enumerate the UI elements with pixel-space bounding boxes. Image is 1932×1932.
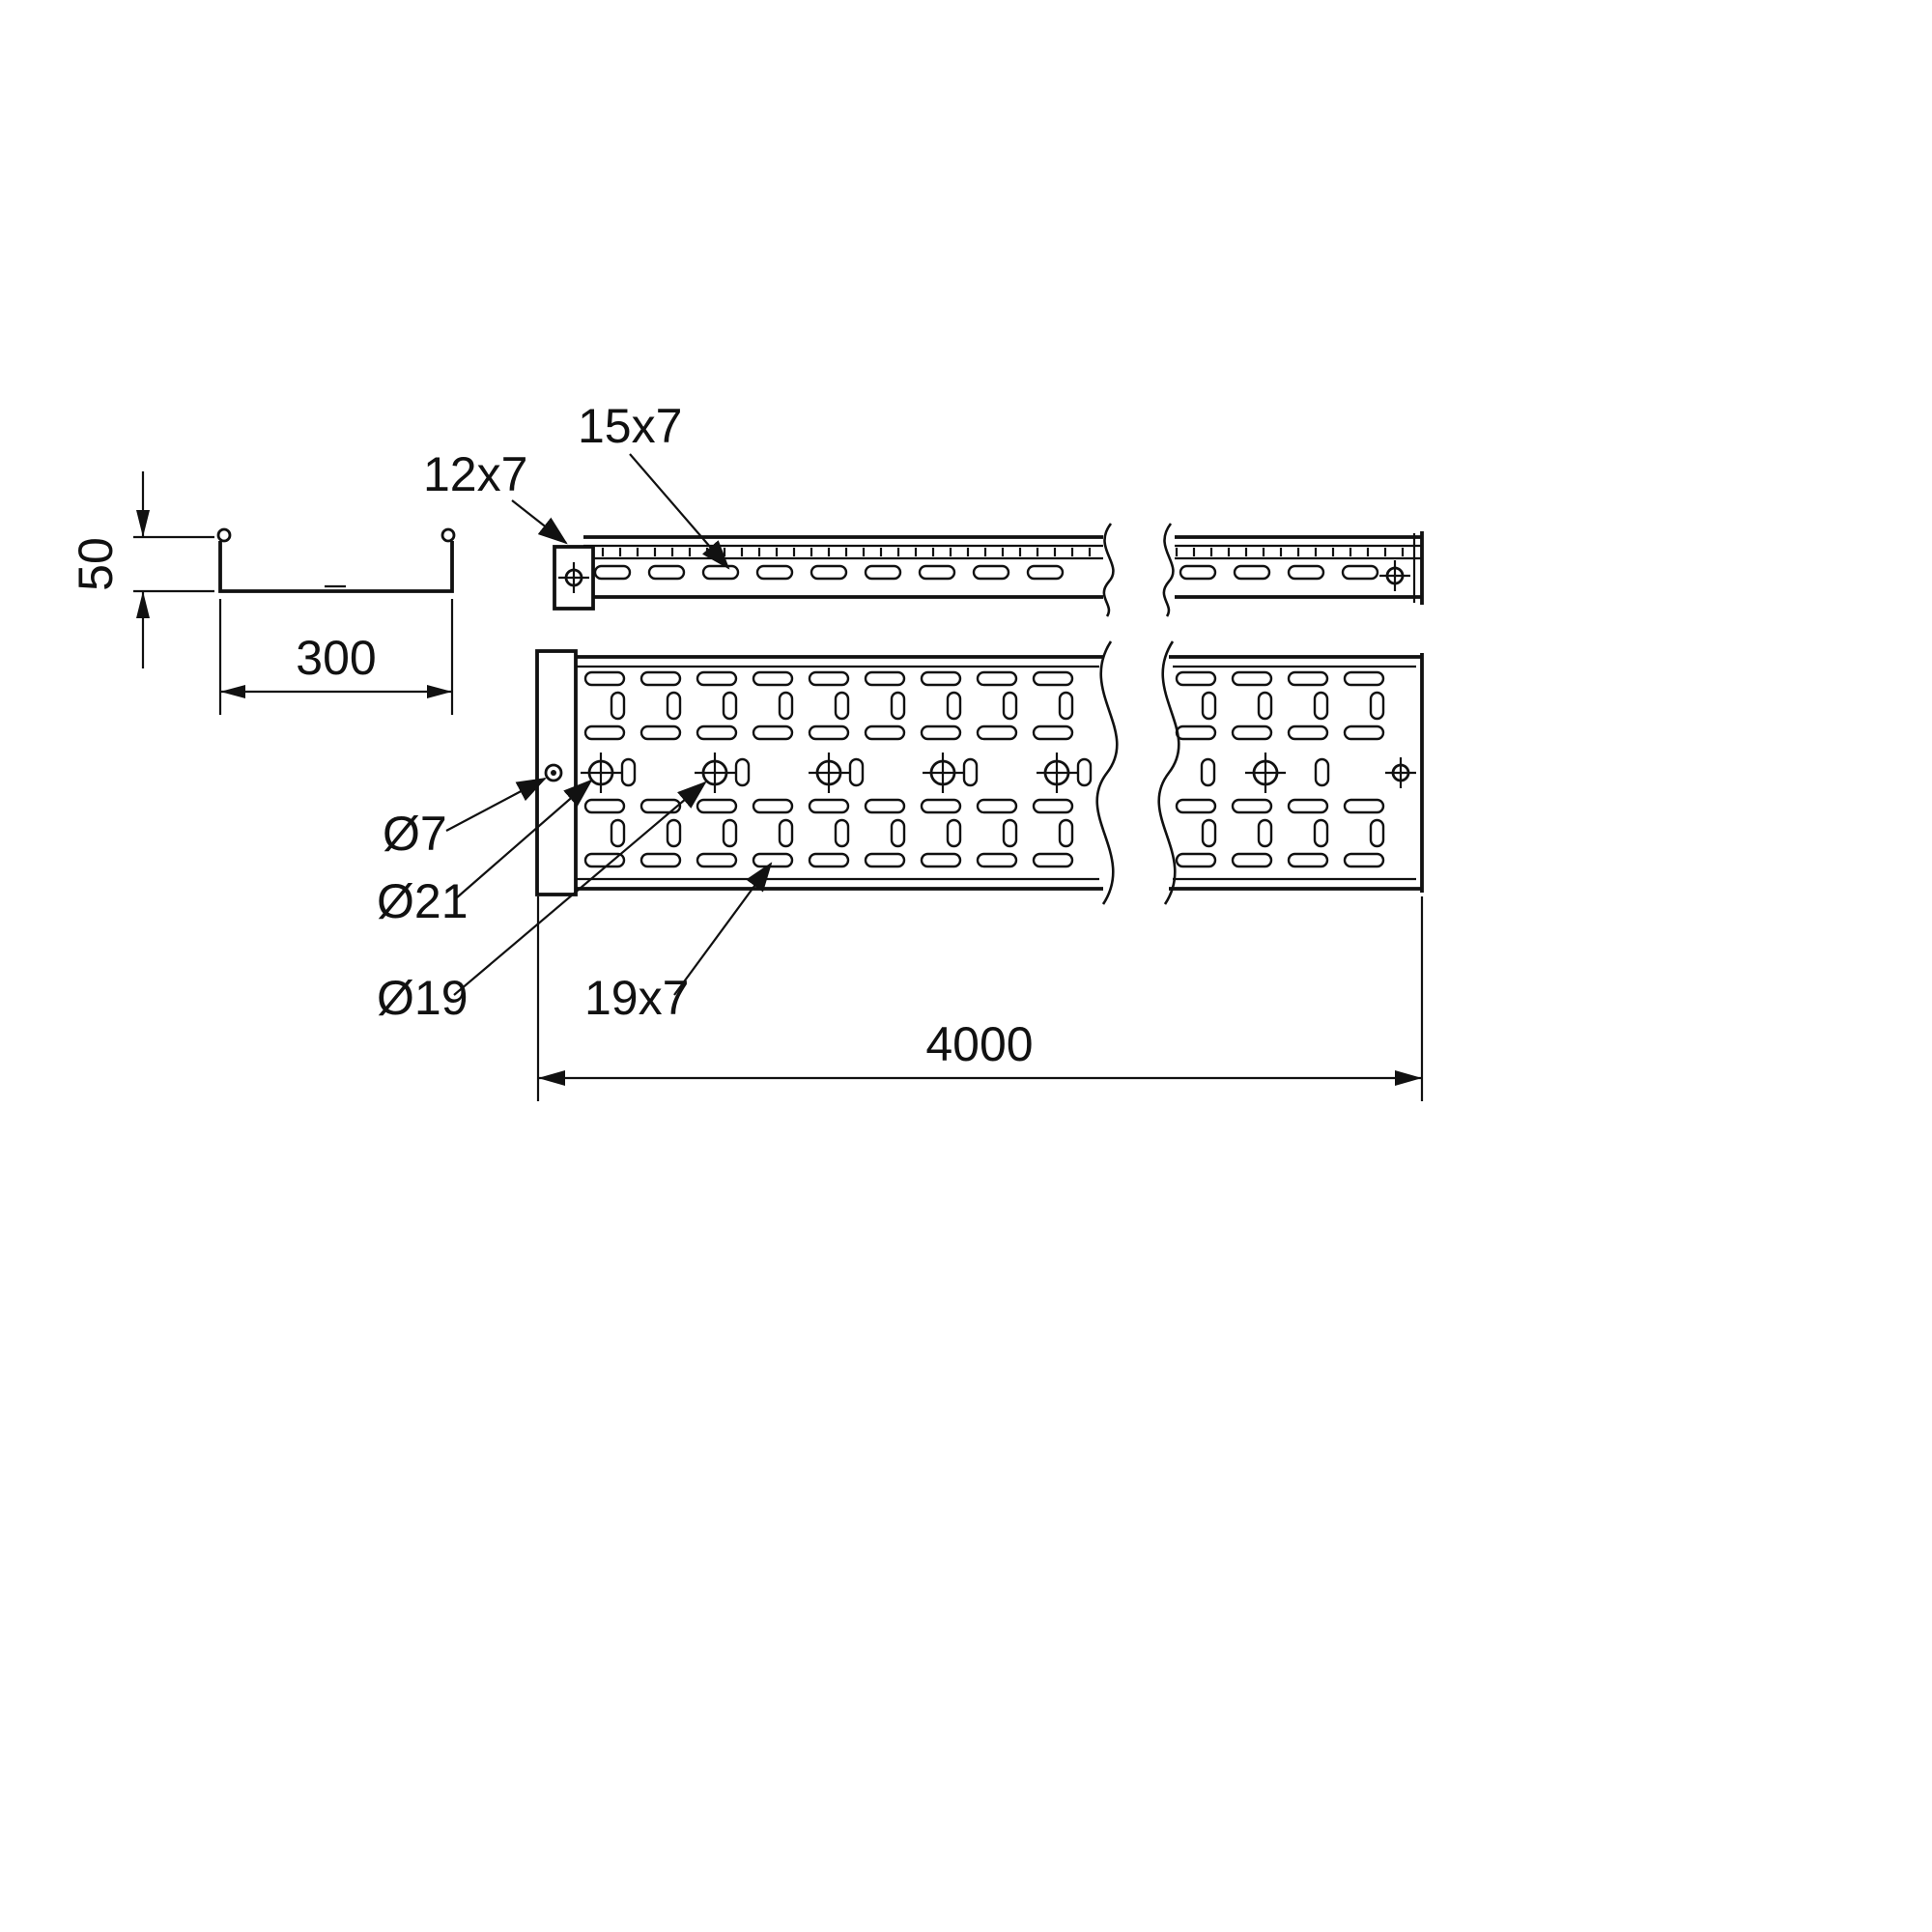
label-19x7: 19x7 xyxy=(584,971,689,1025)
perforation-field-a xyxy=(583,670,1093,868)
label-15x7: 15x7 xyxy=(578,399,682,453)
label-dia19: Ø19 xyxy=(377,971,469,1025)
dim-arrow-down xyxy=(136,510,150,537)
side-view xyxy=(553,523,1424,617)
dim-arrow-right xyxy=(1395,1070,1422,1086)
callout-dia-large: Ø21 xyxy=(377,779,593,928)
side-right-hole xyxy=(1378,558,1412,593)
height-dimension: 50 xyxy=(69,471,214,668)
label-12x7: 12x7 xyxy=(423,447,527,501)
callout-dia-mid: Ø19 xyxy=(377,781,707,1025)
callout-slot-side: 15x7 xyxy=(578,399,730,570)
dim-arrow-left xyxy=(538,1070,565,1086)
connector-hole xyxy=(544,763,563,782)
tray-connector-plate xyxy=(535,649,578,896)
tray-break-left xyxy=(1095,640,1119,905)
left-edge-curl xyxy=(216,527,232,543)
callout-slot-end: 12x7 xyxy=(423,447,568,545)
tray-hole xyxy=(1243,751,1288,795)
dim-arrow-right xyxy=(427,685,452,698)
length-dim-text: 4000 xyxy=(925,1017,1033,1071)
tray-hole xyxy=(579,751,623,795)
callout-slot-tray: 19x7 xyxy=(584,862,773,1025)
channel-profile xyxy=(218,541,454,593)
width-dim-text: 300 xyxy=(296,631,376,685)
height-dim-text: 50 xyxy=(69,537,123,591)
length-dimension: 4000 xyxy=(536,896,1424,1101)
dim-arrow-up xyxy=(136,591,150,618)
side-flange-ticks xyxy=(583,548,1405,556)
tray-hole xyxy=(921,751,965,795)
label-dia21: Ø21 xyxy=(377,874,469,928)
tray-break-right xyxy=(1157,640,1180,905)
side-break-right xyxy=(1162,523,1175,617)
tray-hole xyxy=(807,751,851,795)
tray-end-hole xyxy=(1383,755,1418,790)
right-edge-curl xyxy=(440,527,456,543)
tray-holes xyxy=(544,751,1418,795)
top-view xyxy=(535,640,1424,905)
callout-dia-small: Ø7 xyxy=(383,777,547,861)
side-slot-row xyxy=(593,564,1379,581)
perforation-field-b xyxy=(1175,670,1385,868)
label-dia7: Ø7 xyxy=(383,807,447,861)
side-break-left xyxy=(1102,523,1115,617)
tray-hole xyxy=(1035,751,1079,795)
dim-arrow-left xyxy=(220,685,245,698)
width-dimension: 300 xyxy=(218,599,454,715)
cross-section-view xyxy=(216,527,456,593)
